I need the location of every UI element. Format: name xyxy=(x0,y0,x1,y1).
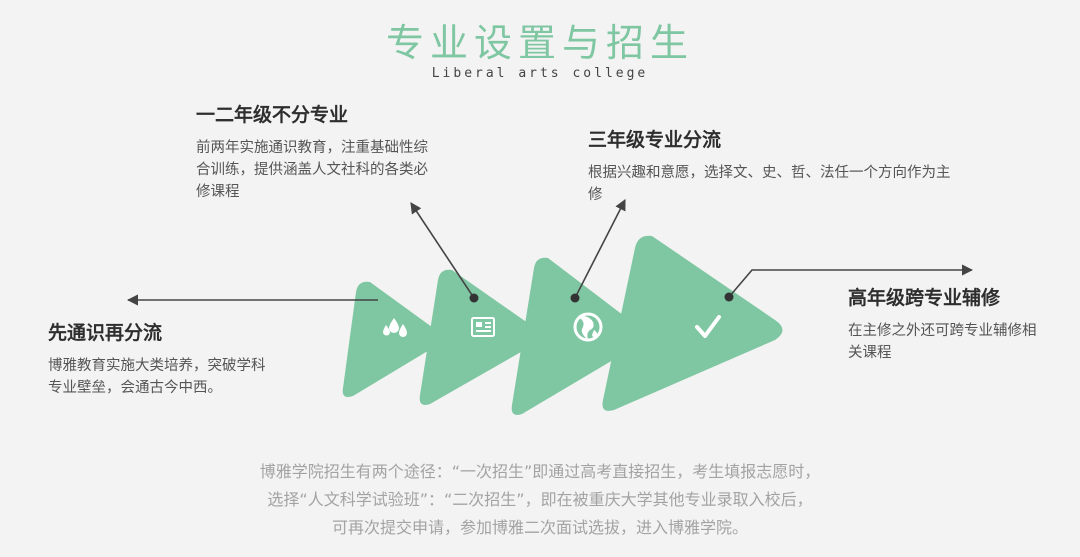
page-title: 专业设置与招生 xyxy=(385,21,694,65)
stage-senior-minor: 高年级跨专业辅修 在主修之外还可跨专业辅修相关课程 xyxy=(848,283,1048,364)
arrow-stage-2 xyxy=(410,202,475,299)
globe-icon xyxy=(573,312,603,342)
admission-note: 博雅学院招生有两个途径：“一次招生”即通过高考直接招生，考生填报志愿时， 选择“… xyxy=(160,458,920,542)
water-drops-icon xyxy=(383,318,407,337)
stage-title: 先通识再分流 xyxy=(48,322,163,344)
stage-title: 高年级跨专业辅修 xyxy=(848,287,1001,309)
stage-general-education: 先通识再分流 博雅教育实施大类培养，突破学科专业壁垒，会通古今中西。 xyxy=(48,318,278,399)
stage-title: 三年级专业分流 xyxy=(588,129,722,151)
stage-year-three: 三年级专业分流 根据兴趣和意愿，选择文、史、哲、法任一个方向作为主修 xyxy=(588,125,958,206)
anchor-dot-4 xyxy=(724,292,734,302)
stage-year-one-two: 一二年级不分专业 前两年实施通识教育，注重基础性综合训练，提供涵盖人文社科的各类… xyxy=(196,100,436,203)
chevron-stage-2 xyxy=(419,269,541,405)
anchor-dot-3 xyxy=(570,293,580,303)
admission-note-line: 可再次提交申请，参加博雅二次面试选拔，进入博雅学院。 xyxy=(331,518,748,537)
arrow-stage-4 xyxy=(728,264,974,298)
stage-title: 一二年级不分专业 xyxy=(196,104,349,126)
stage-description: 在主修之外还可跨专业辅修相关课程 xyxy=(848,323,1037,361)
chevron-stage-4 xyxy=(602,235,783,411)
chevron-stage-1 xyxy=(342,281,441,397)
stage-description: 前两年实施通识教育，注重基础性综合训练，提供涵盖人文社科的各类必修课程 xyxy=(196,140,428,200)
checkmark-icon xyxy=(695,315,721,338)
admission-note-line: 博雅学院招生有两个途径：“一次招生”即通过高考直接招生，考生填报志愿时， xyxy=(259,462,821,481)
page-subtitle: Liberal arts college xyxy=(431,66,649,81)
newspaper-icon xyxy=(471,317,495,337)
arrow-stage-3 xyxy=(574,199,626,299)
stage-description: 根据兴趣和意愿，选择文、史、哲、法任一个方向作为主修 xyxy=(588,165,951,203)
anchor-dot-2 xyxy=(469,293,479,303)
admission-note-line: 选择“人文科学试验班”：“二次招生”，即在被重庆大学其他专业录取入校后， xyxy=(267,490,813,509)
stage-description: 博雅教育实施大类培养，突破学科专业壁垒，会通古今中西。 xyxy=(48,358,266,396)
